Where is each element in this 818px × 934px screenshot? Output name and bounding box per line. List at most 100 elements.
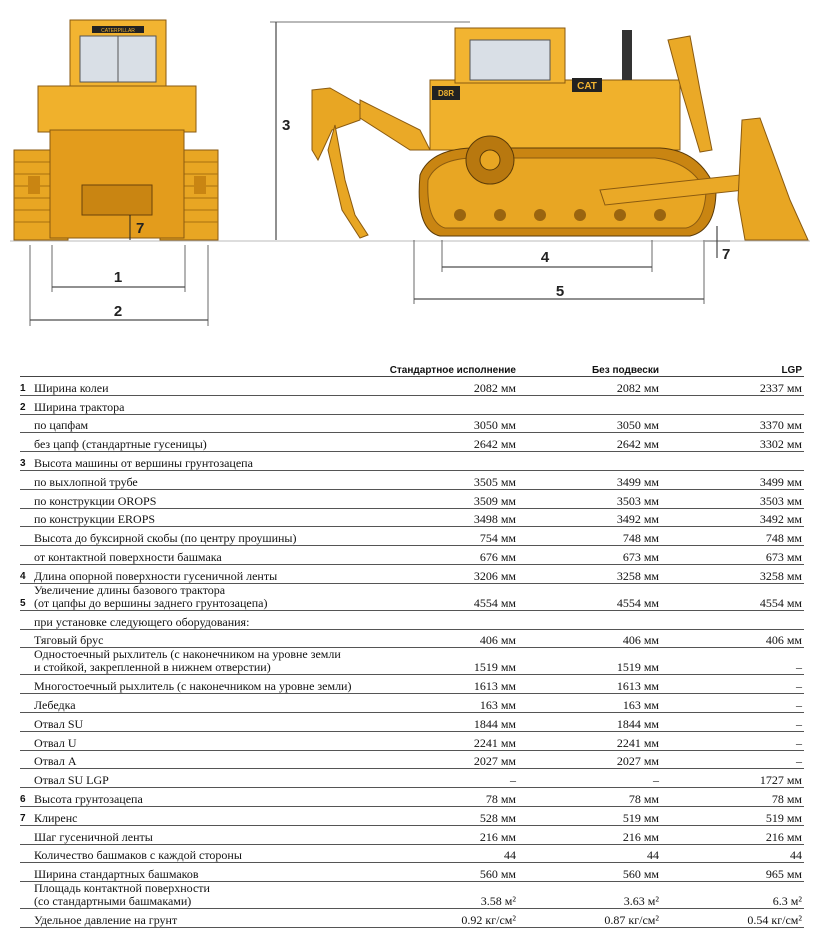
row-value-no-suspension: 1844 мм [518,712,661,732]
row-label-text: Отвал А [34,754,77,769]
row-label: Клиренс [34,806,374,826]
row-number [20,825,34,845]
row-label-text: по конструкции EROPS [34,512,156,527]
row-value-no-suspension [518,395,661,415]
row-number [20,908,34,928]
row-value-standard: 676 мм [374,545,518,565]
row-value-lgp: – [661,647,804,676]
row-number [20,674,34,695]
row-value-no-suspension: 1613 мм [518,674,661,695]
row-label: по выхлопной трубе [34,470,374,490]
row-number [20,489,34,509]
row-label: при установке следующего оборудования: [34,610,374,630]
row-value-no-suspension: 2082 мм [518,376,661,396]
column-header-standard: Стандартное исполнение [374,359,518,377]
row-number [20,881,34,910]
row-value-no-suspension: 3.63 м² [518,881,661,910]
row-value-lgp: 406 мм [661,629,804,649]
row-label-text: Тяговый брус [34,633,104,648]
row-value-lgp: 1727 мм [661,768,804,789]
row-value-no-suspension: 44 [518,844,661,864]
row-label-text: без цапф (стандартные гусеницы) [34,437,207,452]
row-value-no-suspension [518,451,661,471]
row-label-text: при установке следующего оборудования: [34,614,250,629]
row-number [20,862,34,883]
row-label-text: Высота грунтозацепа [34,791,143,806]
row-number [20,750,34,770]
row-value-lgp: 4554 мм [661,583,804,611]
table-row: Высота до буксирной скобы (по центру про… [20,526,804,547]
row-number [20,693,34,713]
row-value-no-suspension: 216 мм [518,825,661,845]
row-number [20,470,34,490]
row-value-lgp: 748 мм [661,526,804,547]
row-label: Высота машины от вершины грунтозацепа [34,451,374,471]
row-label-text: Высота машины от вершины грунтозацепа [34,455,253,470]
row-number [20,508,34,528]
row-value-standard [374,610,518,630]
row-value-standard: 1844 мм [374,712,518,732]
row-value-standard: 3509 мм [374,489,518,509]
row-number: 6 [20,787,34,807]
front-view: CATERPILLAR [13,19,219,241]
row-label-text: Отвал SU [34,716,84,731]
row-value-lgp: 2337 мм [661,376,804,396]
dim-label-7-side: 7 [722,246,730,263]
row-label: Отвал А [34,750,374,770]
row-value-lgp: – [661,712,804,732]
row-value-lgp: – [661,693,804,713]
row-label-text: Ширина трактора [34,399,125,414]
row-label-text: Многостоечный рыхлитель (с наконечником … [34,679,352,694]
row-value-standard: 3206 мм [374,564,518,584]
row-label: Увеличение длины базового трактора(от ца… [34,583,374,611]
row-value-standard: 216 мм [374,825,518,845]
row-value-standard: 3498 мм [374,508,518,528]
row-label-text: Отвал U [34,735,77,750]
row-label: Длина опорной поверхности гусеничной лен… [34,564,374,584]
dim-label-4: 4 [541,249,550,266]
row-label-text: Удельное давление на грунт [34,912,178,927]
row-label: Ширина колеи [34,376,374,396]
row-value-no-suspension: 2241 мм [518,731,661,751]
row-number: 3 [20,451,34,471]
row-value-no-suspension: 3492 мм [518,508,661,528]
row-value-no-suspension: 2642 мм [518,432,661,453]
row-value-standard: 4554 мм [374,583,518,611]
bulldozer-illustration: CATERPILLAR 1 2 7 3 D8R CAT [10,19,810,326]
row-value-standard: 2027 мм [374,750,518,770]
row-value-standard: 1613 мм [374,674,518,695]
row-label: от контактной поверхности башмака [34,545,374,565]
row-value-no-suspension: 78 мм [518,787,661,807]
row-label-text: Ширина колеи [34,380,109,395]
row-number [20,768,34,789]
row-label: по конструкции EROPS [34,508,374,528]
row-number: 1 [20,376,34,396]
dim-label-1: 1 [114,269,122,286]
row-label-text: Ширина стандартных башмаков [34,867,199,882]
row-label: без цапф (стандартные гусеницы) [34,432,374,453]
row-label: Высота до буксирной скобы (по центру про… [34,526,374,547]
row-label-text: по цапфам [34,418,89,433]
row-value-no-suspension: 1519 мм [518,647,661,676]
row-label: Ширина стандартных башмаков [34,862,374,883]
row-label-text: Количество башмаков с каждой стороны [34,848,242,863]
row-value-lgp [661,451,804,471]
row-value-no-suspension: 4554 мм [518,583,661,611]
row-value-lgp: 216 мм [661,825,804,845]
dim-label-2: 2 [114,303,122,320]
row-number [20,647,34,676]
row-value-lgp: 3492 мм [661,508,804,528]
row-value-standard: 2082 мм [374,376,518,396]
row-label: Шаг гусеничной ленты [34,825,374,845]
